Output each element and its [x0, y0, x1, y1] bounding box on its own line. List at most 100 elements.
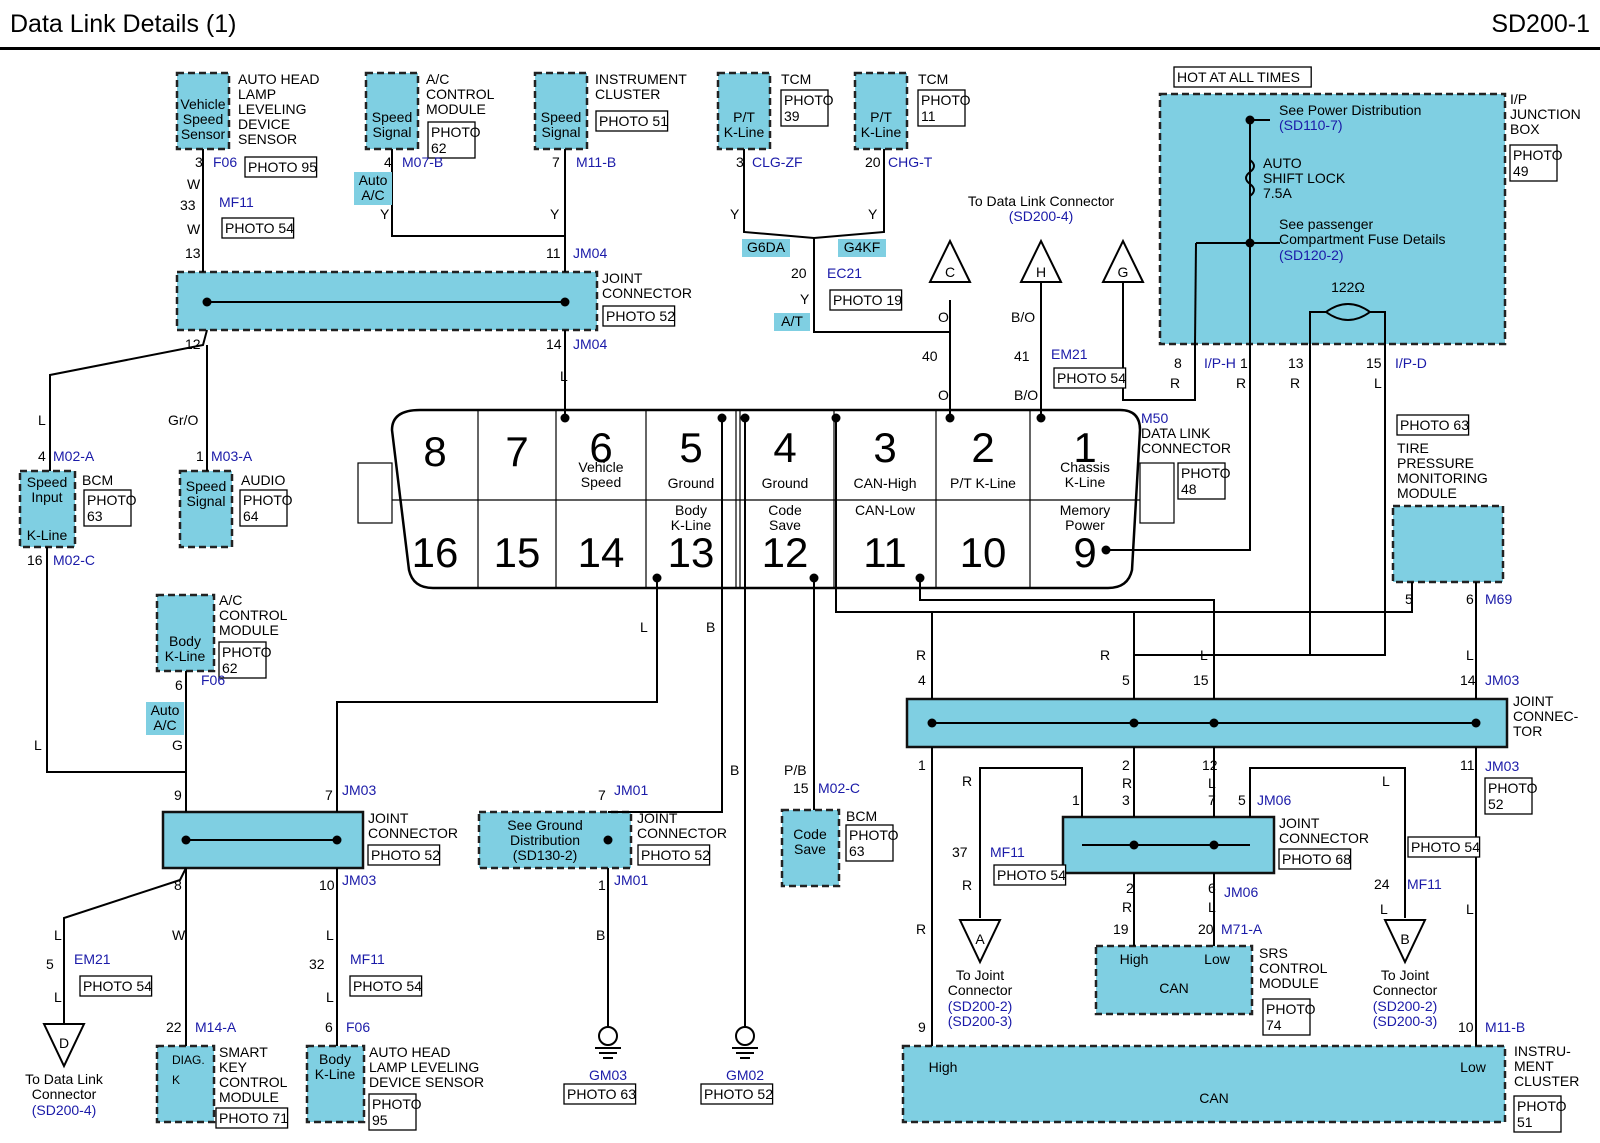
connector-id: M02-A — [53, 448, 95, 464]
dlc-pin-number: 13 — [668, 529, 715, 576]
cluster-speed-signal-box — [533, 71, 589, 151]
wire-label: 4 — [918, 672, 926, 688]
wire-label: Y — [800, 291, 810, 307]
photo-label: PHOTO 54 — [353, 978, 422, 994]
wire-label: G — [172, 737, 183, 753]
wire-label: 11 — [1460, 757, 1475, 773]
photo-box — [1177, 462, 1226, 500]
dlc-pin-label: K-Line — [1065, 474, 1106, 490]
wire-label: L — [54, 927, 62, 943]
photo-label: PHOTO 63 — [1400, 417, 1469, 433]
variant-tag-label: A/C — [153, 717, 176, 733]
wire-label: 1 — [196, 448, 204, 464]
label: TCM — [918, 71, 948, 87]
connector-id: CLG-ZF — [752, 154, 803, 170]
dlc-pin-number: 16 — [412, 529, 459, 576]
pin-label: Vehicle — [180, 96, 225, 112]
wire-label: 6 — [1466, 591, 1474, 607]
offpage-letter: D — [59, 1035, 69, 1051]
connector-id: JM06 — [1257, 792, 1291, 808]
dlc-pin-label: Power — [1065, 517, 1105, 533]
pin-label: Sensor — [181, 126, 226, 142]
label: 7.5A — [1263, 185, 1292, 201]
variant-tag — [146, 702, 184, 735]
ground-id: GM02 — [726, 1067, 764, 1083]
variant-tag-label: A/T — [781, 313, 803, 329]
label: JOINT — [637, 810, 678, 826]
label: CLUSTER — [595, 86, 660, 102]
wire-label: B — [730, 762, 739, 778]
label: CAN — [1199, 1090, 1229, 1106]
label: Connector — [32, 1086, 97, 1102]
label: CONNECTOR — [637, 825, 727, 841]
label: (SD200-2) — [948, 998, 1013, 1014]
photo-box — [1513, 1095, 1562, 1133]
label: MODULE — [219, 1089, 279, 1105]
connector-id: JM03 — [1485, 672, 1519, 688]
label: K-Line — [724, 124, 765, 140]
photo-label: PHOTO — [87, 492, 137, 508]
label: JOINT — [368, 810, 409, 826]
photo-box — [845, 824, 894, 862]
photo-label: PHOTO 54 — [1057, 370, 1126, 386]
photo-label: 49 — [1513, 163, 1529, 179]
wire-label: 13 — [185, 245, 201, 261]
wire-label: 19 — [1113, 921, 1129, 937]
offpage-letter: A — [975, 931, 985, 947]
label: TIRE — [1397, 440, 1429, 456]
dlc-connector-id: M50 — [1141, 410, 1168, 426]
label: CONNECTOR — [1279, 830, 1369, 846]
wire-label: 6 — [1208, 880, 1216, 896]
wire-label: B/O — [1011, 309, 1035, 325]
photo-label: PHOTO 63 — [567, 1086, 636, 1102]
wire-label: 22 — [166, 1019, 182, 1035]
wire-label: O — [938, 309, 949, 325]
header: Data Link Details (1) SD200-1 — [0, 0, 1600, 50]
label: (SD200-3) — [1373, 1013, 1438, 1029]
wire-label: 20 — [865, 154, 881, 170]
photo-box — [218, 641, 267, 679]
tcm2-box — [853, 71, 909, 151]
wire-label: 9 — [918, 1019, 926, 1035]
dlc-pin-number: 1 — [1073, 424, 1096, 471]
label: AUTO HEAD — [238, 71, 319, 87]
label: (SD200-3) — [948, 1013, 1013, 1029]
photo-label: PHOTO — [1181, 465, 1231, 481]
wire-label: W — [187, 176, 201, 192]
label: K-Line — [165, 648, 206, 664]
wire-label: Y — [730, 206, 740, 222]
variant-tag — [774, 313, 810, 331]
label: AUTO — [1263, 155, 1302, 171]
photo-label: PHOTO — [921, 92, 971, 108]
photo-label: PHOTO — [1513, 147, 1563, 163]
photo-label: PHOTO 68 — [1282, 851, 1351, 867]
photo-label: 74 — [1266, 1017, 1282, 1033]
dlc-pin-number: 14 — [578, 529, 625, 576]
label: Connector — [948, 982, 1013, 998]
offpage-letter: G — [1118, 264, 1129, 280]
wire-label: Y — [868, 206, 878, 222]
connector-id: M02-C — [53, 552, 95, 568]
dlc-pin-label: CAN-High — [853, 475, 916, 491]
label: (SD200-2) — [1373, 998, 1438, 1014]
photo-box — [1053, 367, 1127, 389]
connector-id: F06 — [201, 672, 225, 688]
dlc-name: CONNECTOR — [1141, 440, 1231, 456]
wire-label: 15 — [793, 780, 809, 796]
label: SRS — [1259, 945, 1288, 961]
wire-label: 4 — [384, 154, 392, 170]
label: Low — [1204, 951, 1231, 967]
connector-id: MF11 — [350, 951, 385, 967]
wire-label: B/O — [1014, 387, 1038, 403]
label: CONTROL — [219, 607, 288, 623]
wire-label: 37 — [952, 844, 968, 860]
label: Speed — [27, 474, 67, 490]
connector-id: JM01 — [614, 782, 648, 798]
wire-label: 13 — [1288, 355, 1304, 371]
label: K-Line — [861, 124, 902, 140]
label: CONNECTOR — [602, 285, 692, 301]
label: MODULE — [1397, 485, 1457, 501]
wire-label: 2 — [1122, 757, 1130, 773]
dlc-pin-number: 15 — [494, 529, 541, 576]
label: PRESSURE — [1397, 455, 1474, 471]
